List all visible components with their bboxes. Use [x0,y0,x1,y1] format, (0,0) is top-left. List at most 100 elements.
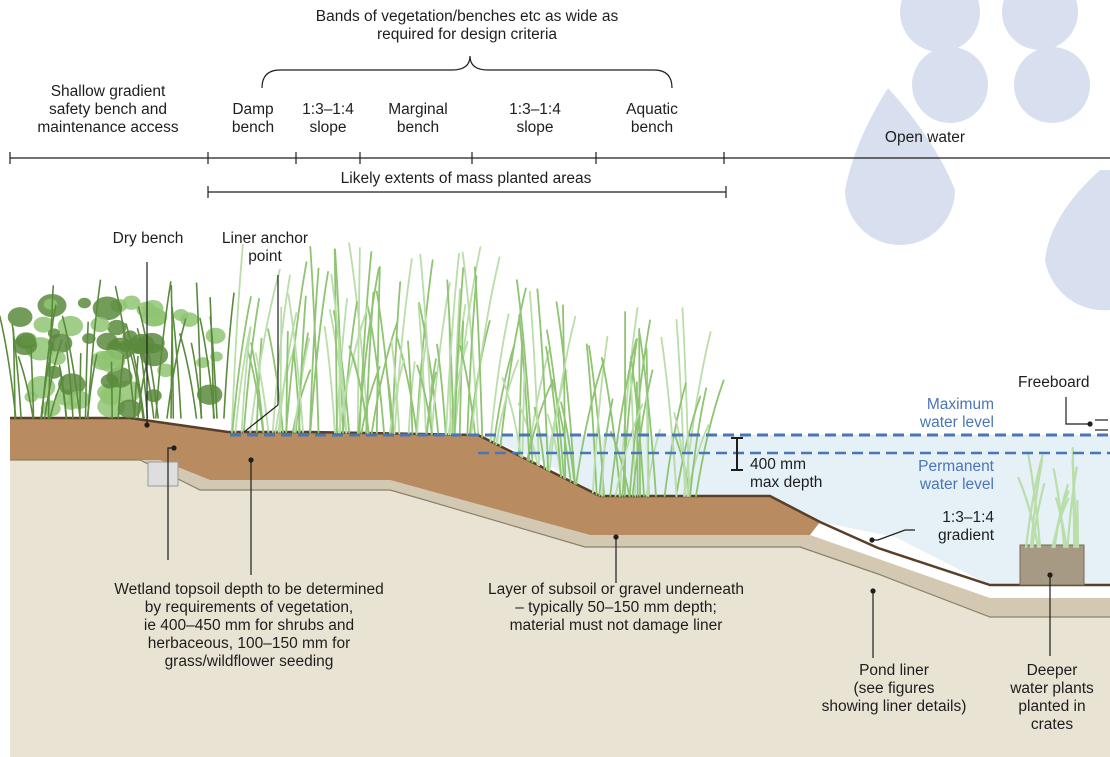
max-depth-label: 400 mm max depth [750,456,823,491]
plant-blade [473,266,484,439]
plant-blade [459,344,476,436]
plant-blade [114,285,136,419]
plant-blade [388,358,406,435]
plant-blade [546,329,565,479]
leader-dot [144,422,150,428]
plant-blade [271,274,291,433]
leader-dot [1047,572,1053,578]
plant-blade [695,379,725,497]
plant-blade [638,328,641,497]
plant-blade [171,306,182,419]
shrub-foliage [24,391,38,403]
plant-blade [309,246,320,434]
damp-bench-label: Damp bench [231,101,275,136]
plant-blade [234,326,252,433]
plant-blade [591,335,609,494]
plant-blade [330,273,347,434]
plant-blade [125,338,144,419]
plant-blade [418,301,440,436]
plant-blade [84,321,89,419]
freeboard-leader [1065,397,1090,425]
dry-bench-label: Dry bench [112,230,184,247]
plant-blade [407,340,414,435]
plant-blade [1017,476,1040,549]
dimension-lines [9,55,1110,471]
plant-blade [47,285,55,419]
plant-blade [370,322,398,435]
plant-blade [337,305,369,434]
leader-dot [171,445,177,451]
plant-blade [137,306,159,419]
drop-circle-3 [912,47,988,123]
plant-blade [0,315,17,419]
plant-blade [517,402,539,466]
plant-blade [417,302,427,435]
shrub-foliage [47,328,61,339]
plant-blade [65,341,74,419]
leader-dot [613,534,619,540]
slope-2-label: 1:3–1:4 slope [509,101,561,136]
plant-blade [360,365,381,434]
plant-blade [309,267,320,433]
plant-blade [250,342,265,433]
plant-blade [285,330,289,433]
plant-blade [40,338,55,419]
plant-blade [43,339,63,419]
liner-anchor-leader [243,275,279,433]
plant-blade [1076,499,1080,549]
shrub-foliage [15,332,37,349]
plant-blade [79,352,82,419]
shrub-foliage [96,349,125,373]
shrub-foliage [43,298,58,310]
plant-blade [673,411,689,497]
plant-blade [466,275,478,436]
maximum-water-level-label: Maximum water level [919,396,994,431]
plant-blade [681,307,691,497]
plant-blade [125,323,145,419]
plant-blade [492,343,516,444]
shrub-foliage [106,366,133,388]
plant-blade [548,315,577,472]
plant-blade [287,293,304,433]
water-drops-decoration [845,0,1110,311]
plant-blade [190,342,203,419]
shrub-foliage [58,373,86,396]
plant-blade [390,340,401,435]
plant-blade [1066,466,1078,549]
plant-blade [137,364,148,419]
plant-blade [689,387,708,497]
plant-blade [638,331,657,497]
plant-crate [1019,544,1085,586]
plant-blade [117,354,125,419]
shrub-foliage [33,316,54,333]
plant-blade [231,296,252,433]
plant-blade [240,326,252,433]
mass-planted-label: Likely extents of mass planted areas [340,170,592,187]
open-water-label: Open water [884,129,966,146]
shrub-foliage [7,307,33,327]
plant-blade [385,370,395,435]
plant-blade [501,377,523,458]
slope-1-label: 1:3–1:4 slope [302,101,354,136]
wetland-topsoil-label: Wetland topsoil depth to be determined b… [114,581,384,670]
leader-lines [146,262,1108,658]
plant-blade [470,256,501,436]
plant-blade [631,369,654,497]
topsoil-layer [10,418,820,535]
shrub-foliage [92,296,123,321]
plant-blade [357,267,380,434]
leader-dot [248,457,254,463]
plant-blade [195,282,203,419]
shrub-foliage [77,297,91,309]
plant-blade [499,287,527,448]
plant-blade [528,291,540,467]
plant-blade [1053,483,1069,549]
drop-circle-2 [1002,0,1078,50]
plant-blade [453,246,482,436]
plant-blade [609,431,631,497]
subsoil-layer [140,460,1110,617]
plant-blade [436,343,447,436]
deeper-water-plants-label: Deeper water plants planted in crates [1010,662,1094,733]
plant-blade [461,251,480,436]
